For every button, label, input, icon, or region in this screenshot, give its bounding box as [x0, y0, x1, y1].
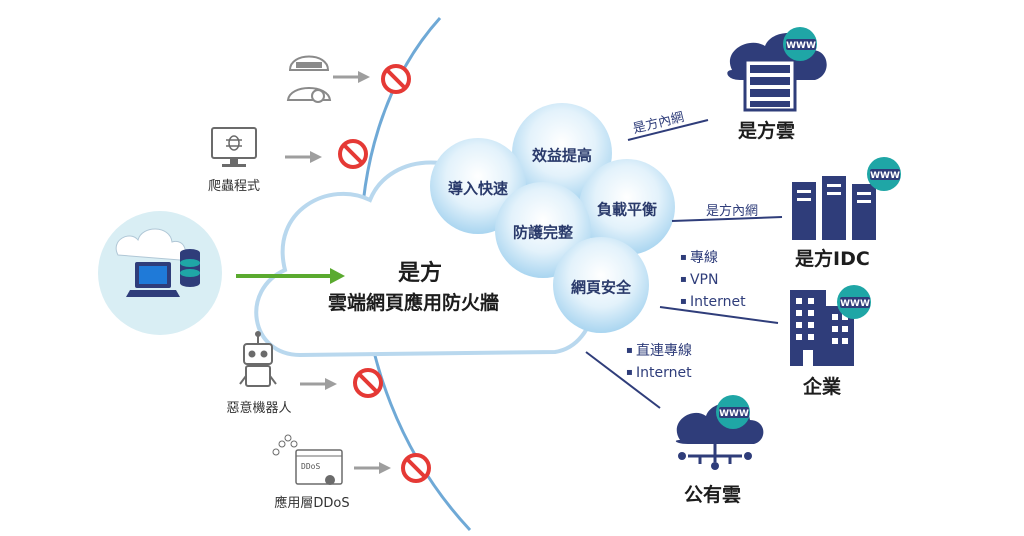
cloud-server-icon — [727, 32, 827, 112]
server-rack-icon — [792, 176, 876, 240]
bot-arrow — [300, 378, 337, 390]
laptop-database-icon — [115, 228, 200, 297]
threat-crawler-label: 爬蟲程式 — [207, 179, 261, 194]
prohibit-icon — [381, 64, 411, 94]
crawler-arrow — [285, 151, 322, 163]
line-to-cloud — [627, 119, 709, 141]
threat-crawler — [211, 127, 368, 169]
svg-text:DDoS: DDoS — [301, 462, 320, 471]
public-cloud-link-item: 直連專線 — [626, 340, 692, 362]
www-badge-public: WWW — [716, 395, 750, 429]
dest-idc-label: 是方IDC — [795, 248, 870, 270]
feature-fast-deploy-label: 導入快速 — [447, 179, 509, 198]
svg-text:WWW: WWW — [870, 171, 900, 181]
dest-cloud-label: 是方雲 — [738, 120, 796, 142]
dest-enterprise-label: 企業 — [803, 376, 842, 398]
enterprise-link-item: VPN — [680, 269, 746, 291]
bubble-load-balance — [579, 159, 675, 255]
threat-ddos-label: 應用層DDoS — [274, 496, 350, 511]
feature-full-protection-label: 防護完整 — [512, 223, 574, 242]
threat-bot — [239, 331, 383, 398]
prohibit-icon — [338, 139, 368, 169]
feature-web-security-label: 網頁安全 — [570, 278, 632, 297]
ddos-arrow — [354, 462, 391, 474]
dest-public-cloud-label: 公有雲 — [684, 484, 742, 506]
prohibit-icon — [401, 453, 431, 483]
feature-load-balance-label: 負載平衡 — [596, 200, 658, 219]
threat-hacker — [286, 55, 411, 103]
threat-ddos: DDoS — [272, 434, 431, 485]
firewall-title-line1: 是方 — [398, 261, 443, 286]
enterprise-link-list: 專線 VPN Internet — [680, 247, 746, 313]
building-icon — [790, 290, 854, 366]
public-cloud-link-item: Internet — [626, 362, 692, 384]
feature-bubbles — [430, 103, 675, 333]
feature-efficiency-label: 效益提高 — [531, 146, 593, 165]
link-label-idc: 是方內網 — [706, 204, 759, 219]
public-cloud-link-list: 直連專線 Internet — [626, 340, 692, 384]
line-to-idc — [671, 216, 783, 222]
www-badge-enterprise: WWW — [837, 285, 871, 319]
client-to-firewall-arrow — [236, 268, 345, 284]
svg-text:WWW: WWW — [786, 41, 816, 51]
enterprise-link-item: 專線 — [680, 247, 746, 269]
hacker-icon — [286, 55, 332, 103]
www-badge-idc: WWW — [867, 157, 901, 191]
svg-text:WWW: WWW — [719, 409, 749, 419]
enterprise-link-item: Internet — [680, 291, 746, 313]
hacker-arrow — [333, 71, 370, 83]
svg-text:WWW: WWW — [840, 299, 870, 309]
threat-bot-label: 惡意機器人 — [226, 401, 292, 416]
firewall-title-line2: 雲端網頁應用防火牆 — [328, 292, 500, 314]
line-to-public-cloud — [585, 351, 661, 409]
bubble-efficiency — [512, 103, 612, 203]
prohibit-icon — [353, 368, 383, 398]
bubble-web-security — [553, 237, 649, 333]
www-badge-cloud: WWW — [783, 27, 817, 61]
robot-icon — [239, 331, 277, 387]
ddos-icon: DDoS — [272, 434, 343, 485]
bug-monitor-icon — [211, 127, 257, 167]
